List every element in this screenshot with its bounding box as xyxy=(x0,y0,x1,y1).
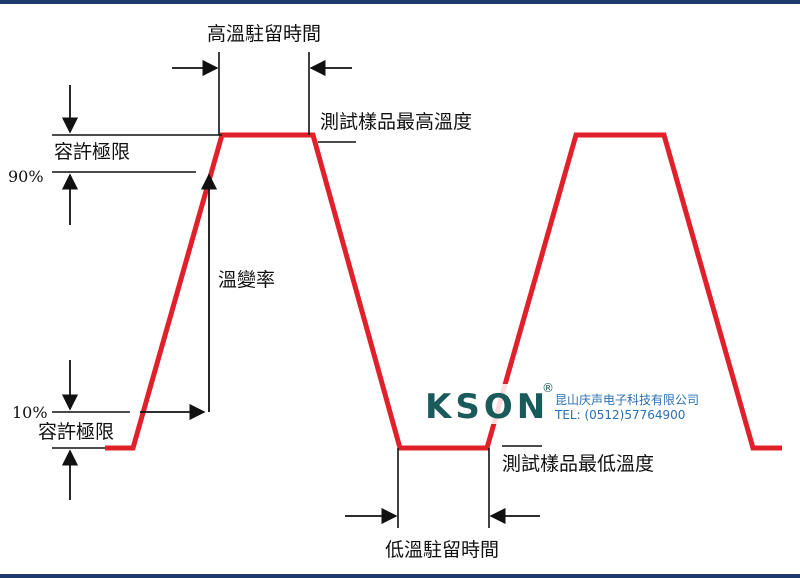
tolerance-top-label: 容許極限 xyxy=(54,141,130,163)
kson-logo: KSON ® 昆山庆声电子科技有限公司 TEL: (0512)57764900 xyxy=(420,381,699,427)
ninety-percent-label: 90% xyxy=(8,167,44,186)
top-border xyxy=(0,0,800,4)
ramp-rate-label: 溫變率 xyxy=(218,269,275,291)
logo-registered-mark: ® xyxy=(542,381,554,395)
high-dwell-label: 高溫駐留時間 xyxy=(207,23,321,45)
temperature-profile-line xyxy=(105,132,782,451)
ten-percent-label: 10% xyxy=(12,403,48,422)
company-tel: TEL: (0512)57764900 xyxy=(554,408,685,422)
low-dwell-label: 低溫駐留時間 xyxy=(385,539,499,561)
bottom-border xyxy=(0,574,800,578)
company-name: 昆山庆声电子科技有限公司 xyxy=(555,393,699,407)
min-temp-label: 測試樣品最低溫度 xyxy=(502,453,654,475)
max-temp-label: 測試樣品最高溫度 xyxy=(320,111,472,133)
tolerance-bottom-label: 容許極限 xyxy=(38,421,114,443)
logo-brand-text: KSON xyxy=(425,387,549,427)
